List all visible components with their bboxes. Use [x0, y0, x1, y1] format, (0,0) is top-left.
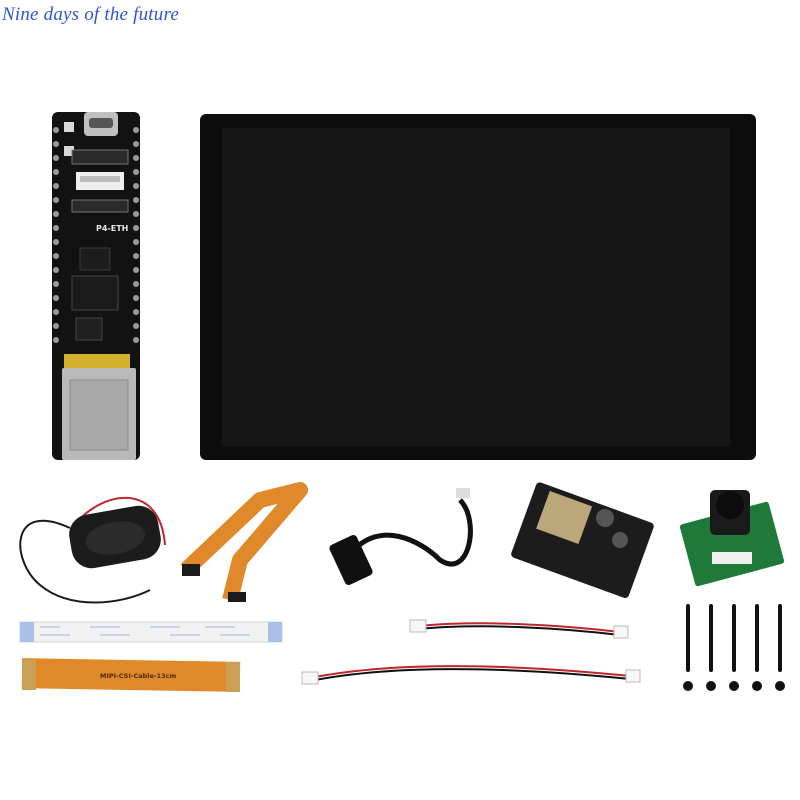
mipi-csi-cable — [21, 658, 241, 692]
standoff-screws — [683, 604, 785, 691]
jst-cable-2 — [301, 665, 641, 685]
development-board — [52, 112, 140, 460]
board-label: P4-ETH — [96, 224, 129, 233]
poe-module — [511, 482, 654, 599]
camera-module — [679, 490, 785, 587]
ribbon-cable — [19, 621, 283, 643]
watermark-text: Nine days of the future — [2, 4, 179, 25]
touch-display — [200, 114, 756, 460]
mipi-cable-label: MIPI-CSI-Cable-13cm — [100, 672, 177, 680]
jst-cable-1 — [409, 619, 629, 639]
usb-cable — [329, 488, 473, 585]
flex-cable — [180, 482, 308, 602]
speaker — [19, 496, 166, 604]
